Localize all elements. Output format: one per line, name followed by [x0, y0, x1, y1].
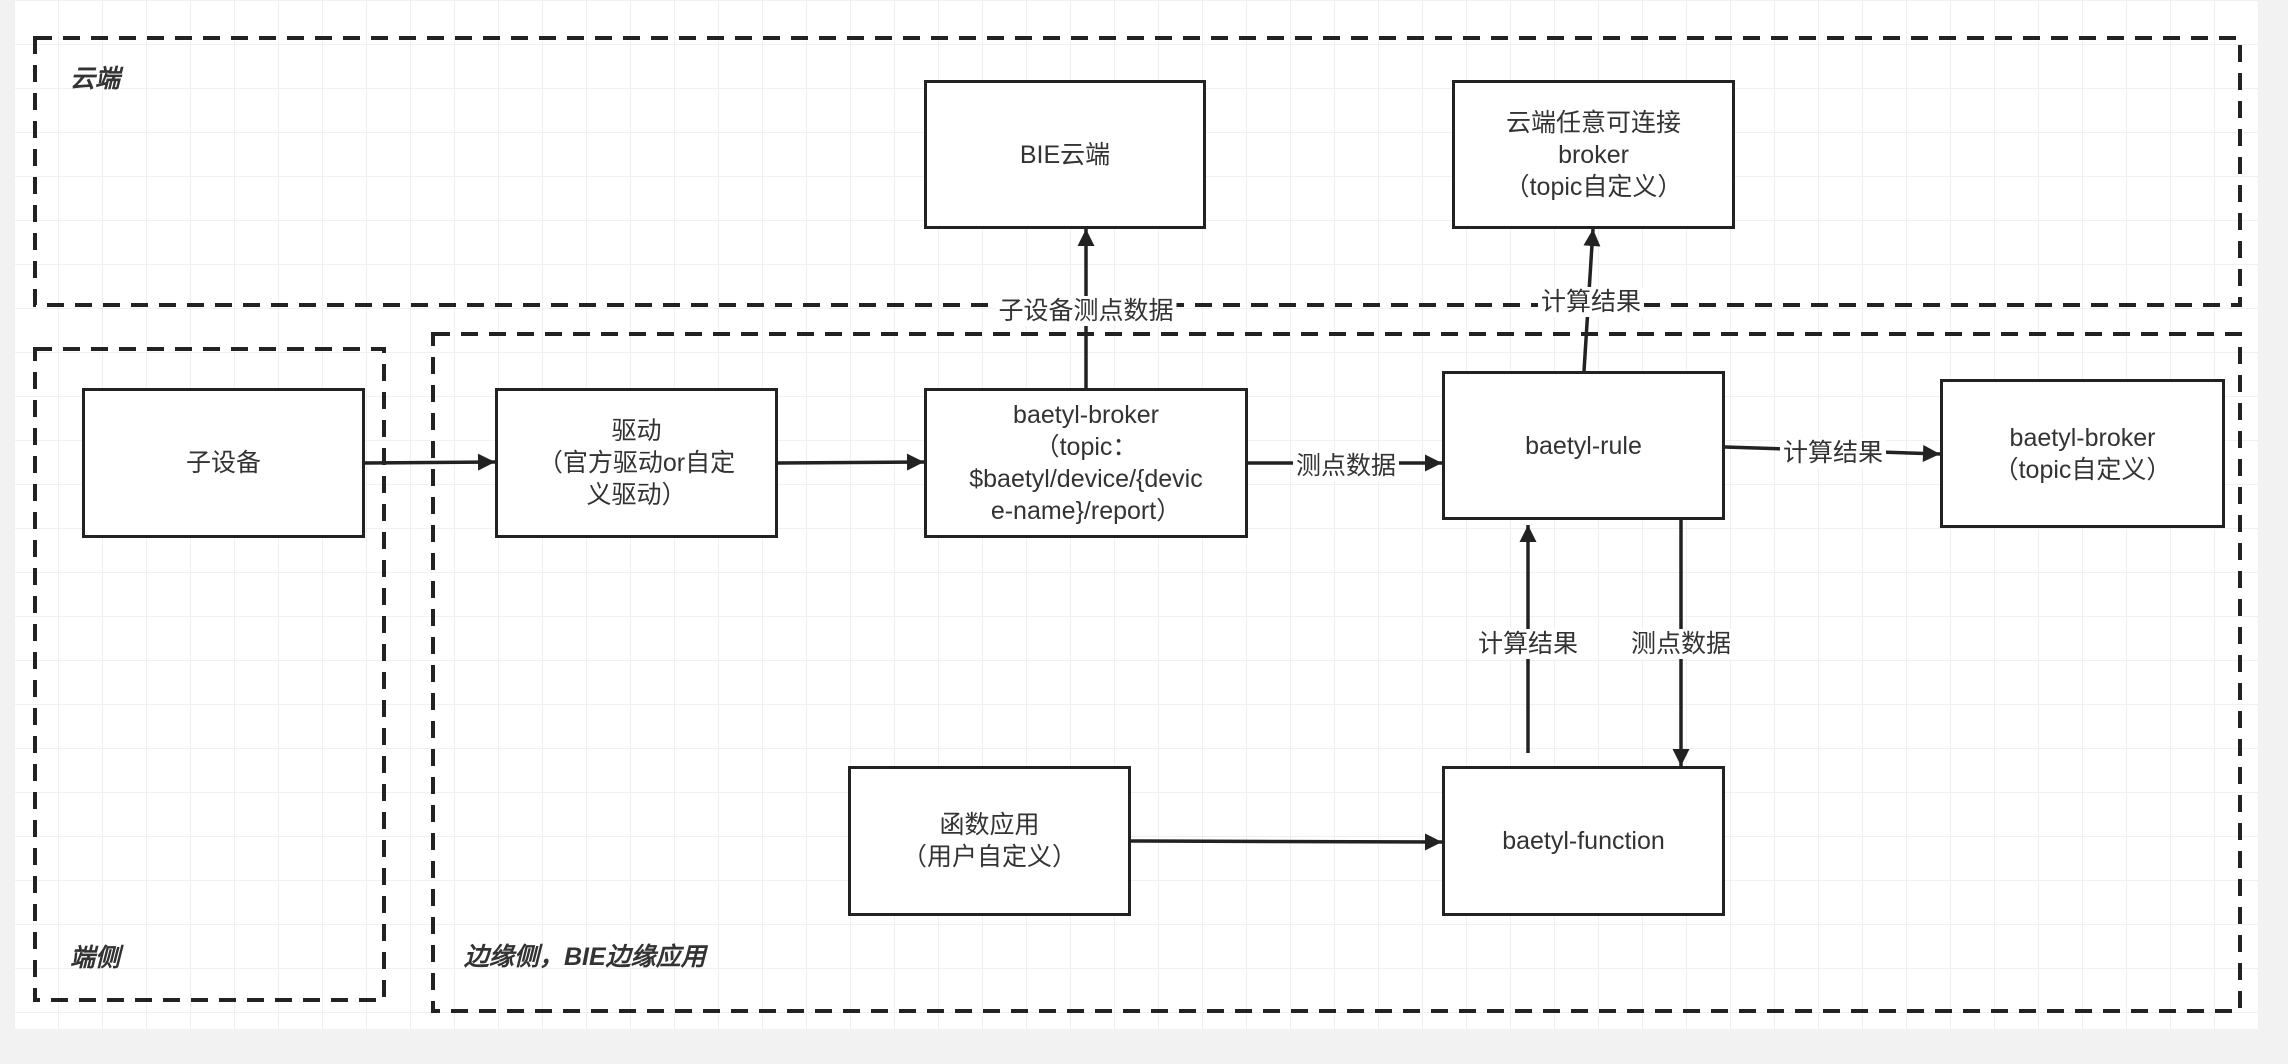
region-device-side-border: [33, 347, 386, 1002]
node-cloud-broker-line: （topic自定义）: [1504, 172, 1683, 201]
node-function-app-line: 函数应用: [939, 811, 1040, 839]
region-cloud-border: [33, 36, 2242, 307]
region-device-side-label: 端侧: [70, 944, 121, 972]
edge-label-broker-to-bie-cloud: 子设备测点数据: [995, 296, 1177, 326]
node-baetyl-function-line: baetyl-function: [1502, 827, 1665, 855]
node-baetyl-broker: baetyl-broker （topic： $baetyl/device/{de…: [924, 388, 1248, 538]
edge-label-function-to-rule: 计算结果: [1474, 629, 1582, 659]
edge-label-rule-to-function: 测点数据: [1627, 629, 1735, 659]
region-edge-side-border: [431, 332, 2242, 1013]
arrow-sub-device-to-driver: [364, 453, 496, 471]
region-edge-side-label: 边缘侧，BIE边缘应用: [464, 943, 706, 971]
node-cloud-broker-line: broker: [1558, 140, 1629, 169]
node-baetyl-broker-line: $baetyl/device/{devic: [969, 465, 1203, 493]
node-custom-broker: baetyl-broker （topic自定义）: [1940, 379, 2225, 528]
node-baetyl-broker-line: （topic：: [1034, 433, 1138, 461]
edge-label-rule-to-custom-broker: 计算结果: [1779, 438, 1887, 468]
arrow-function-app-to-baetyl-function: [1130, 833, 1443, 851]
node-driver-line: （官方驱动or自定: [537, 449, 736, 477]
node-baetyl-function: baetyl-function: [1442, 766, 1725, 916]
node-function-app: 函数应用 （用户自定义）: [848, 766, 1131, 916]
node-sub-device: 子设备: [82, 388, 365, 538]
edge-label-broker-to-rule: 测点数据: [1292, 451, 1400, 481]
node-cloud-broker: 云端任意可连接 broker （topic自定义）: [1452, 80, 1735, 229]
node-driver-line: 义驱动）: [586, 481, 687, 509]
node-custom-broker-line: baetyl-broker: [2009, 423, 2156, 452]
node-custom-broker-line: （topic自定义）: [1993, 455, 2172, 484]
node-baetyl-rule: baetyl-rule: [1442, 371, 1725, 520]
node-baetyl-broker-line: e-name}/report）: [990, 497, 1182, 525]
node-function-app-line: （用户自定义）: [901, 843, 1077, 871]
node-driver: 驱动 （官方驱动or自定 义驱动）: [495, 388, 778, 538]
node-baetyl-broker-line: baetyl-broker: [1013, 401, 1159, 429]
region-cloud-label: 云端: [70, 65, 121, 93]
node-baetyl-rule-line: baetyl-rule: [1525, 431, 1642, 460]
node-driver-line: 驱动: [611, 417, 662, 445]
node-bie-cloud: BIE云端: [924, 80, 1206, 229]
arrow-driver-to-baetyl-broker: [777, 453, 925, 471]
edge-label-rule-to-cloud-broker: 计算结果: [1537, 287, 1645, 317]
node-cloud-broker-line: 云端任意可连接: [1505, 108, 1681, 137]
node-sub-device-line: 子设备: [185, 449, 261, 477]
node-bie-cloud-line: BIE云端: [1019, 140, 1111, 169]
